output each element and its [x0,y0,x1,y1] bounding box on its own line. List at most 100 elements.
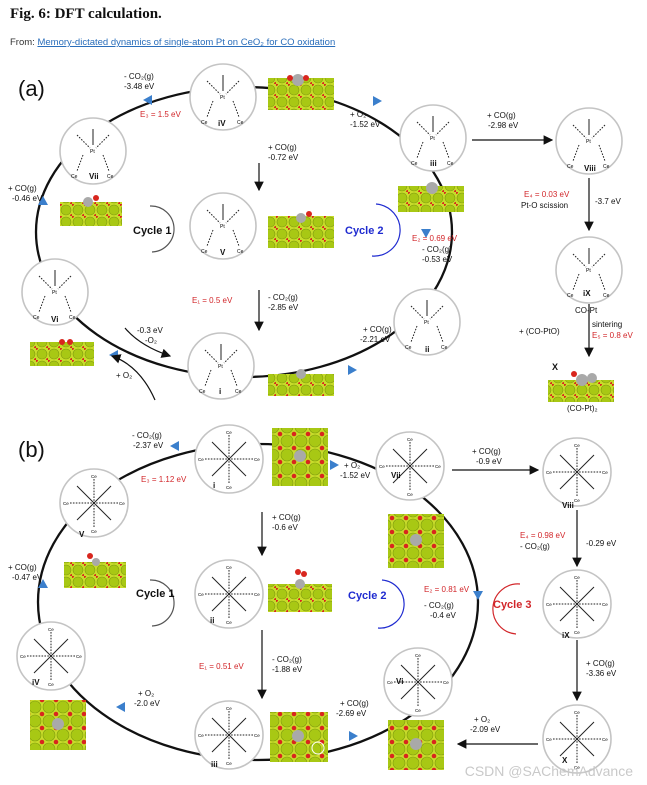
node-b-vi [383,647,453,717]
step-a-s4a: - CO₂(g) [124,72,154,81]
step-b-s3b: -0.9 eV [476,457,502,466]
source-link[interactable]: Memory-dictated dynamics of single-atom … [37,37,336,48]
node-b-iii-label: iii [211,760,218,769]
step-b-e3: E₃ = 1.12 eV [141,475,187,484]
step-b-s12a: + O₂ [474,715,490,724]
step-b-s5a: + CO(g) [272,513,301,522]
node-a-ii-label: ii [425,345,429,354]
cycle-1-label-b: Cycle 1 [136,588,175,600]
cycle-2-indicator-b [377,579,405,629]
node-a-vii-label: Vii [89,172,99,181]
node-a-viii-label: Viii [584,164,596,173]
step-a-e1: E₁ = 0.5 eV [192,296,233,305]
step-b-s7a: - CO₂(g) [424,601,454,610]
step-b-s6b: -1.88 eV [272,665,303,674]
node-b-i-label: i [213,481,215,490]
node-b-iii [194,700,264,770]
node-a-vi-label: Vi [51,315,58,324]
cycle-1-label-a: Cycle 1 [133,225,172,237]
step-b-s6a: - CO₂(g) [272,655,302,664]
dft-figure: Pt Ce Ce Ce Ce Ce Ce [8,63,633,774]
cycle-2-indicator-a [371,203,401,257]
slab-image-b-v [64,562,126,588]
step-b-s8b: -0.29 eV [586,539,617,548]
step-b-s4b: -0.47 eV [12,573,43,582]
adsorbate-pt-atoms-b [52,450,422,755]
step-a-s2a: - CO₂(g) [422,245,452,254]
step-a-s10a: Pt-O scission [521,201,568,210]
node-a-i-label: i [219,387,221,396]
step-b-s12b: -2.09 eV [470,725,501,734]
arrow-a-i-vi [110,354,156,401]
step-b-e2: E₂ = 0.81 eV [424,585,470,594]
step-a-s4b: -3.48 eV [124,82,155,91]
step-b-s11b: -2.0 eV [134,699,160,708]
step-a-s2b: -0.53 eV [422,255,453,264]
node-b-x-label: X [562,756,568,765]
panel-a-label: (a) [18,76,45,101]
step-a-s3b: -1.52 eV [350,120,381,129]
step-a-s5b: -0.46 eV [12,194,43,203]
slab-image-a-i [268,374,334,396]
node-b-i [194,424,264,494]
adsorbate-pt-atoms-a [59,74,597,386]
step-a-s8a: - CO₂(g) [268,293,298,302]
panel-a: (a) i ii iii iV V Vi Vii Viii iX [8,63,633,413]
step-a-s6c: + O₂ [116,371,132,380]
figure-title: Fig. 6: DFT calculation. [10,6,162,22]
step-b-s11a: + O₂ [138,689,154,698]
step-a-e3: E₃ = 1.5 eV [140,110,182,119]
step-a-s7a: + CO(g) [268,143,297,152]
cycle-3-indicator-b [492,583,521,635]
node-b-v [59,468,129,538]
cycle-3-label-b: Cycle 3 [493,599,532,611]
step-a-e4: E₄ = 0.03 eV [524,190,570,199]
cycle-1-indicator-a [149,205,175,253]
node-b-vii-label: Vii [391,471,401,480]
step-b-s1b: -2.37 eV [133,441,164,450]
node-b-iv-label: iV [32,678,40,687]
source-prefix: From: [10,37,35,48]
step-a-s6b: -O₂ [145,336,157,345]
step-a-s3a: + O₂ [350,110,366,119]
step-a-sinter: sintering [592,320,622,329]
step-b-s2b: -1.52 eV [340,471,371,480]
step-a-s7b: -0.72 eV [268,153,299,162]
step-a-copt2: (CO-Pt)₂ [567,404,598,413]
node-a-v-label: V [220,248,226,257]
cycle-2-label-a: Cycle 2 [345,225,384,237]
step-b-s10b: -2.69 eV [336,709,367,718]
step-b-s9b: -3.36 eV [586,669,617,678]
step-b-s5b: -0.6 eV [272,523,298,532]
node-a-ix-label: iX [583,289,591,298]
node-b-viii [542,437,612,507]
figure-source: From: Memory-dictated dynamics of single… [10,37,335,48]
node-b-viii-label: Viii [562,501,574,510]
arrow-a-vi-i [124,327,172,358]
step-b-s10a: + CO(g) [340,699,369,708]
step-a-s6a: -0.3 eV [137,326,163,335]
step-a-s9b: -2.98 eV [488,121,519,130]
node-b-ix [542,569,612,639]
step-a-coPtO: + (CO-PtO) [519,327,560,336]
panel-b-label: (b) [18,437,45,462]
node-b-vi-label: Vi [396,677,403,686]
step-b-e1: E₁ = 0.51 eV [199,662,244,671]
step-b-s8a: - CO₂(g) [520,542,550,551]
cycle-1-indicator-b [149,579,175,627]
step-a-e5: E₅ = 0.8 eV [592,331,633,340]
node-a-x-label: X [552,362,558,372]
step-a-copt: CO-Pt [575,306,598,315]
step-a-s8b: -2.85 eV [268,303,299,312]
step-b-s2a: + O₂ [344,461,360,470]
step-a-e2: E₂ = 0.69 eV [412,234,458,243]
node-a-iii-label: iii [430,159,437,168]
node-b-vii [375,431,445,501]
step-b-e4: E₄ = 0.98 eV [520,531,566,540]
step-b-s7b: -0.4 eV [430,611,456,620]
step-b-s4a: + CO(g) [8,563,37,572]
cycle-2-label-b: Cycle 2 [348,590,387,602]
step-a-s9a: + CO(g) [487,111,516,120]
node-a-iv-label: iV [218,119,226,128]
slab-image-a-x [548,380,614,402]
